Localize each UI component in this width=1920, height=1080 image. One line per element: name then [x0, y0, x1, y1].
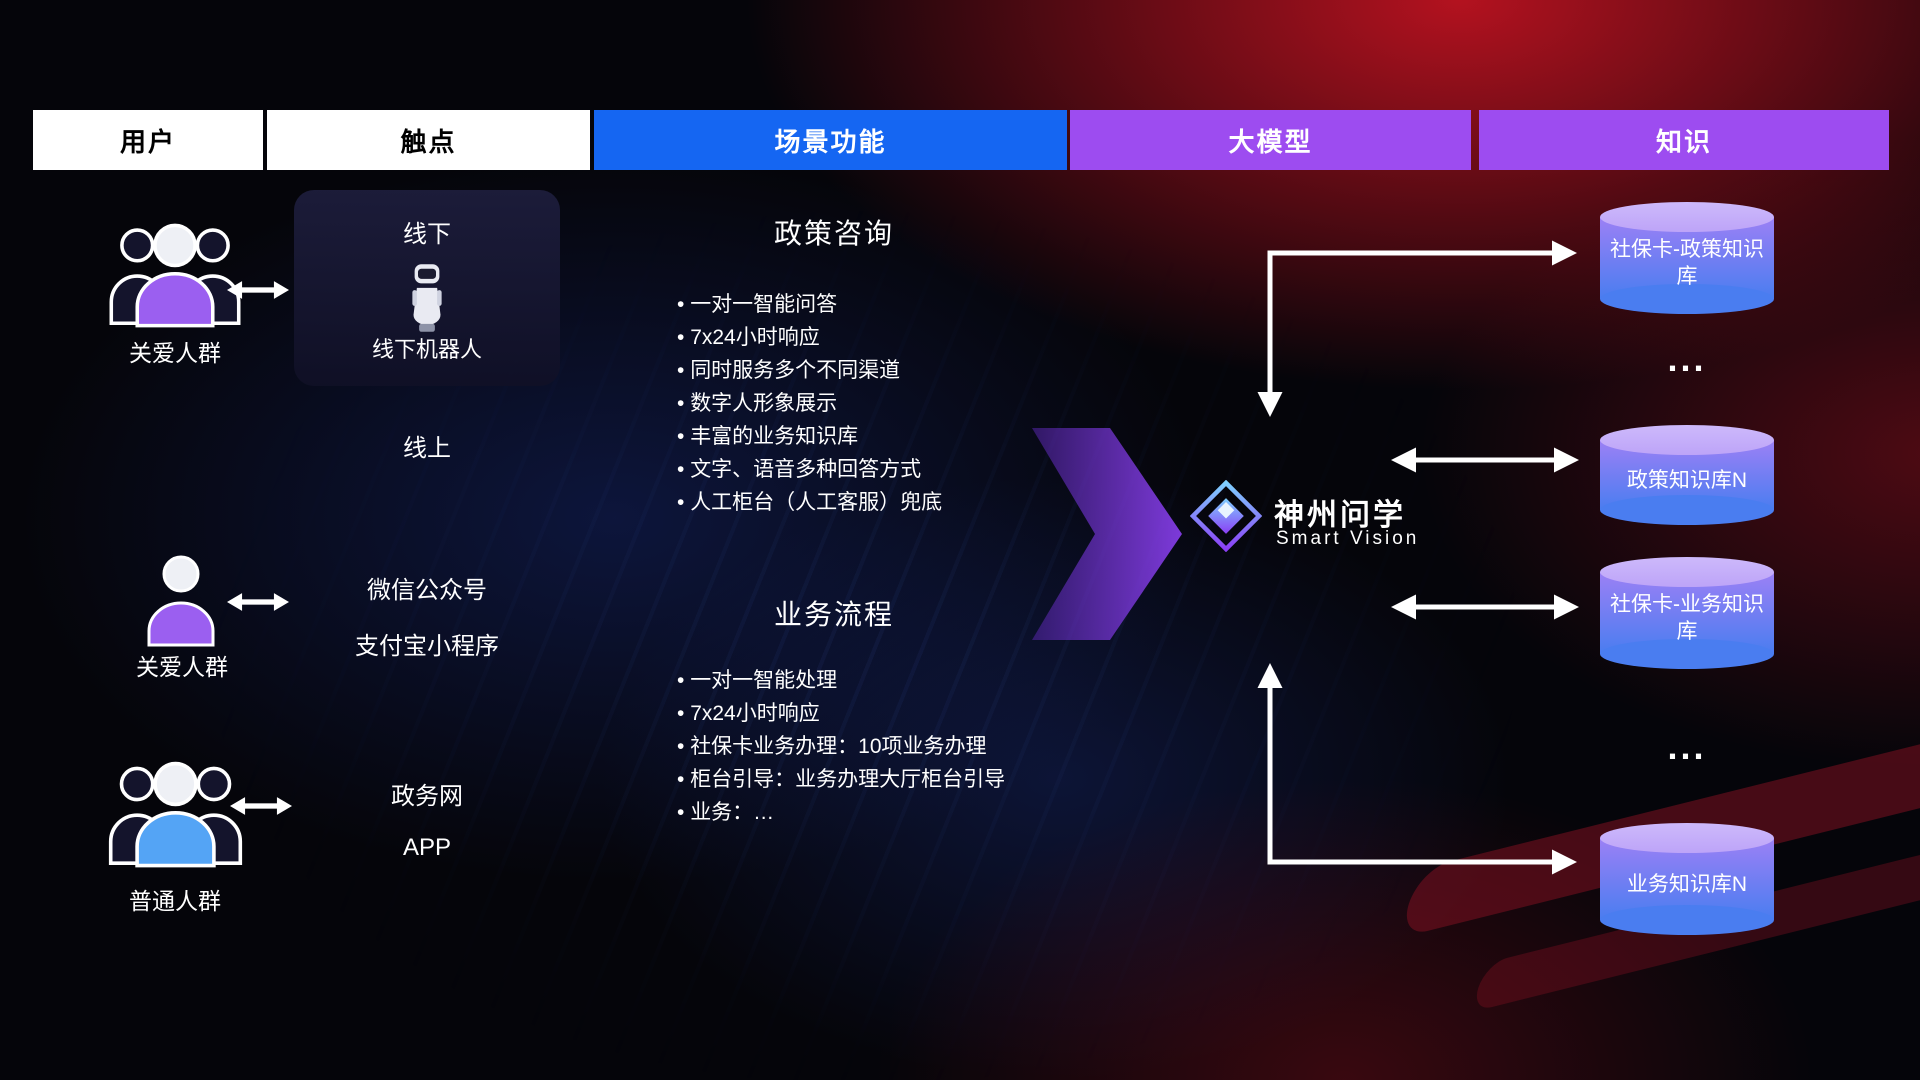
- header-col-knowledge: 知识: [1479, 110, 1889, 170]
- bidirectional-arrow: [230, 797, 292, 815]
- user-group-blue-icon: [98, 748, 253, 868]
- user-single-purple-icon: [133, 548, 229, 648]
- scenario-bullet: 7x24小时响应: [677, 321, 1097, 354]
- user-single-label: 关爱人群: [136, 654, 228, 680]
- knowledge-db-business-n: 业务知识库N: [1600, 823, 1774, 935]
- header-col-scenario: 场景功能: [594, 110, 1067, 170]
- header-col-model: 大模型: [1070, 110, 1471, 170]
- knowledge-ellipsis: ...: [1667, 726, 1707, 767]
- header-col-touchpoint: 触点: [267, 110, 590, 170]
- scenario-process-title: 业务流程: [773, 599, 894, 630]
- touchpoint-app: APP: [402, 834, 452, 861]
- model-subtitle: Smart Vision: [1276, 528, 1420, 549]
- scenario-bullet: 数字人形象展示: [677, 387, 1097, 420]
- bidirectional-arrow: [227, 593, 289, 611]
- scenario-bullet: 一对一智能问答: [677, 288, 1097, 321]
- scenario-bullet: 7x24小时响应: [677, 697, 1097, 730]
- scenario-policy-list: 一对一智能问答 7x24小时响应 同时服务多个不同渠道 数字人形象展示 丰富的业…: [677, 288, 1097, 519]
- online-title: 线上: [403, 435, 451, 462]
- user-group2-label: 普通人群: [129, 888, 221, 914]
- scenario-bullet: 文字、语音多种回答方式: [677, 453, 1097, 486]
- scenario-policy-title: 政策咨询: [773, 218, 894, 249]
- scenario-bullet: 业务：…: [677, 796, 1097, 829]
- model-name: 神州问学: [1274, 499, 1406, 532]
- scenario-bullet: 丰富的业务知识库: [677, 420, 1097, 453]
- scenario-bullet: 一对一智能处理: [677, 664, 1097, 697]
- scenario-bullet: 人工柜台（人工客服）兜底: [677, 486, 1097, 519]
- touchpoint-gov: 政务网: [391, 783, 463, 810]
- scenario-bullet: 柜台引导：业务办理大厅柜台引导: [677, 763, 1097, 796]
- offline-title: 线下: [403, 221, 451, 248]
- bidirectional-arrow: [227, 281, 289, 299]
- scenario-bullet: 社保卡业务办理：10项业务办理: [677, 730, 1097, 763]
- smart-vision-logo-icon: [1190, 480, 1262, 552]
- knowledge-ellipsis: ...: [1667, 338, 1707, 379]
- knowledge-db-policy-n: 政策知识库N: [1600, 425, 1774, 525]
- offline-robot-label: 线下机器人: [371, 337, 482, 362]
- scenario-bullet: 同时服务多个不同渠道: [677, 354, 1097, 387]
- scenario-process-list: 一对一智能处理 7x24小时响应 社保卡业务办理：10项业务办理 柜台引导：业务…: [677, 664, 1097, 829]
- user-group-purple-icon: [100, 210, 250, 328]
- touchpoint-alipay: 支付宝小程序: [355, 633, 499, 660]
- robot-icon: [412, 264, 442, 332]
- header-col-user: 用户: [33, 110, 263, 170]
- user-group1-label: 关爱人群: [129, 340, 221, 366]
- knowledge-db-policy-shebao: 社保卡-政策知识库: [1600, 202, 1774, 314]
- touchpoint-wechat: 微信公众号: [367, 577, 487, 604]
- knowledge-db-business-shebao: 社保卡-业务知识库: [1600, 557, 1774, 669]
